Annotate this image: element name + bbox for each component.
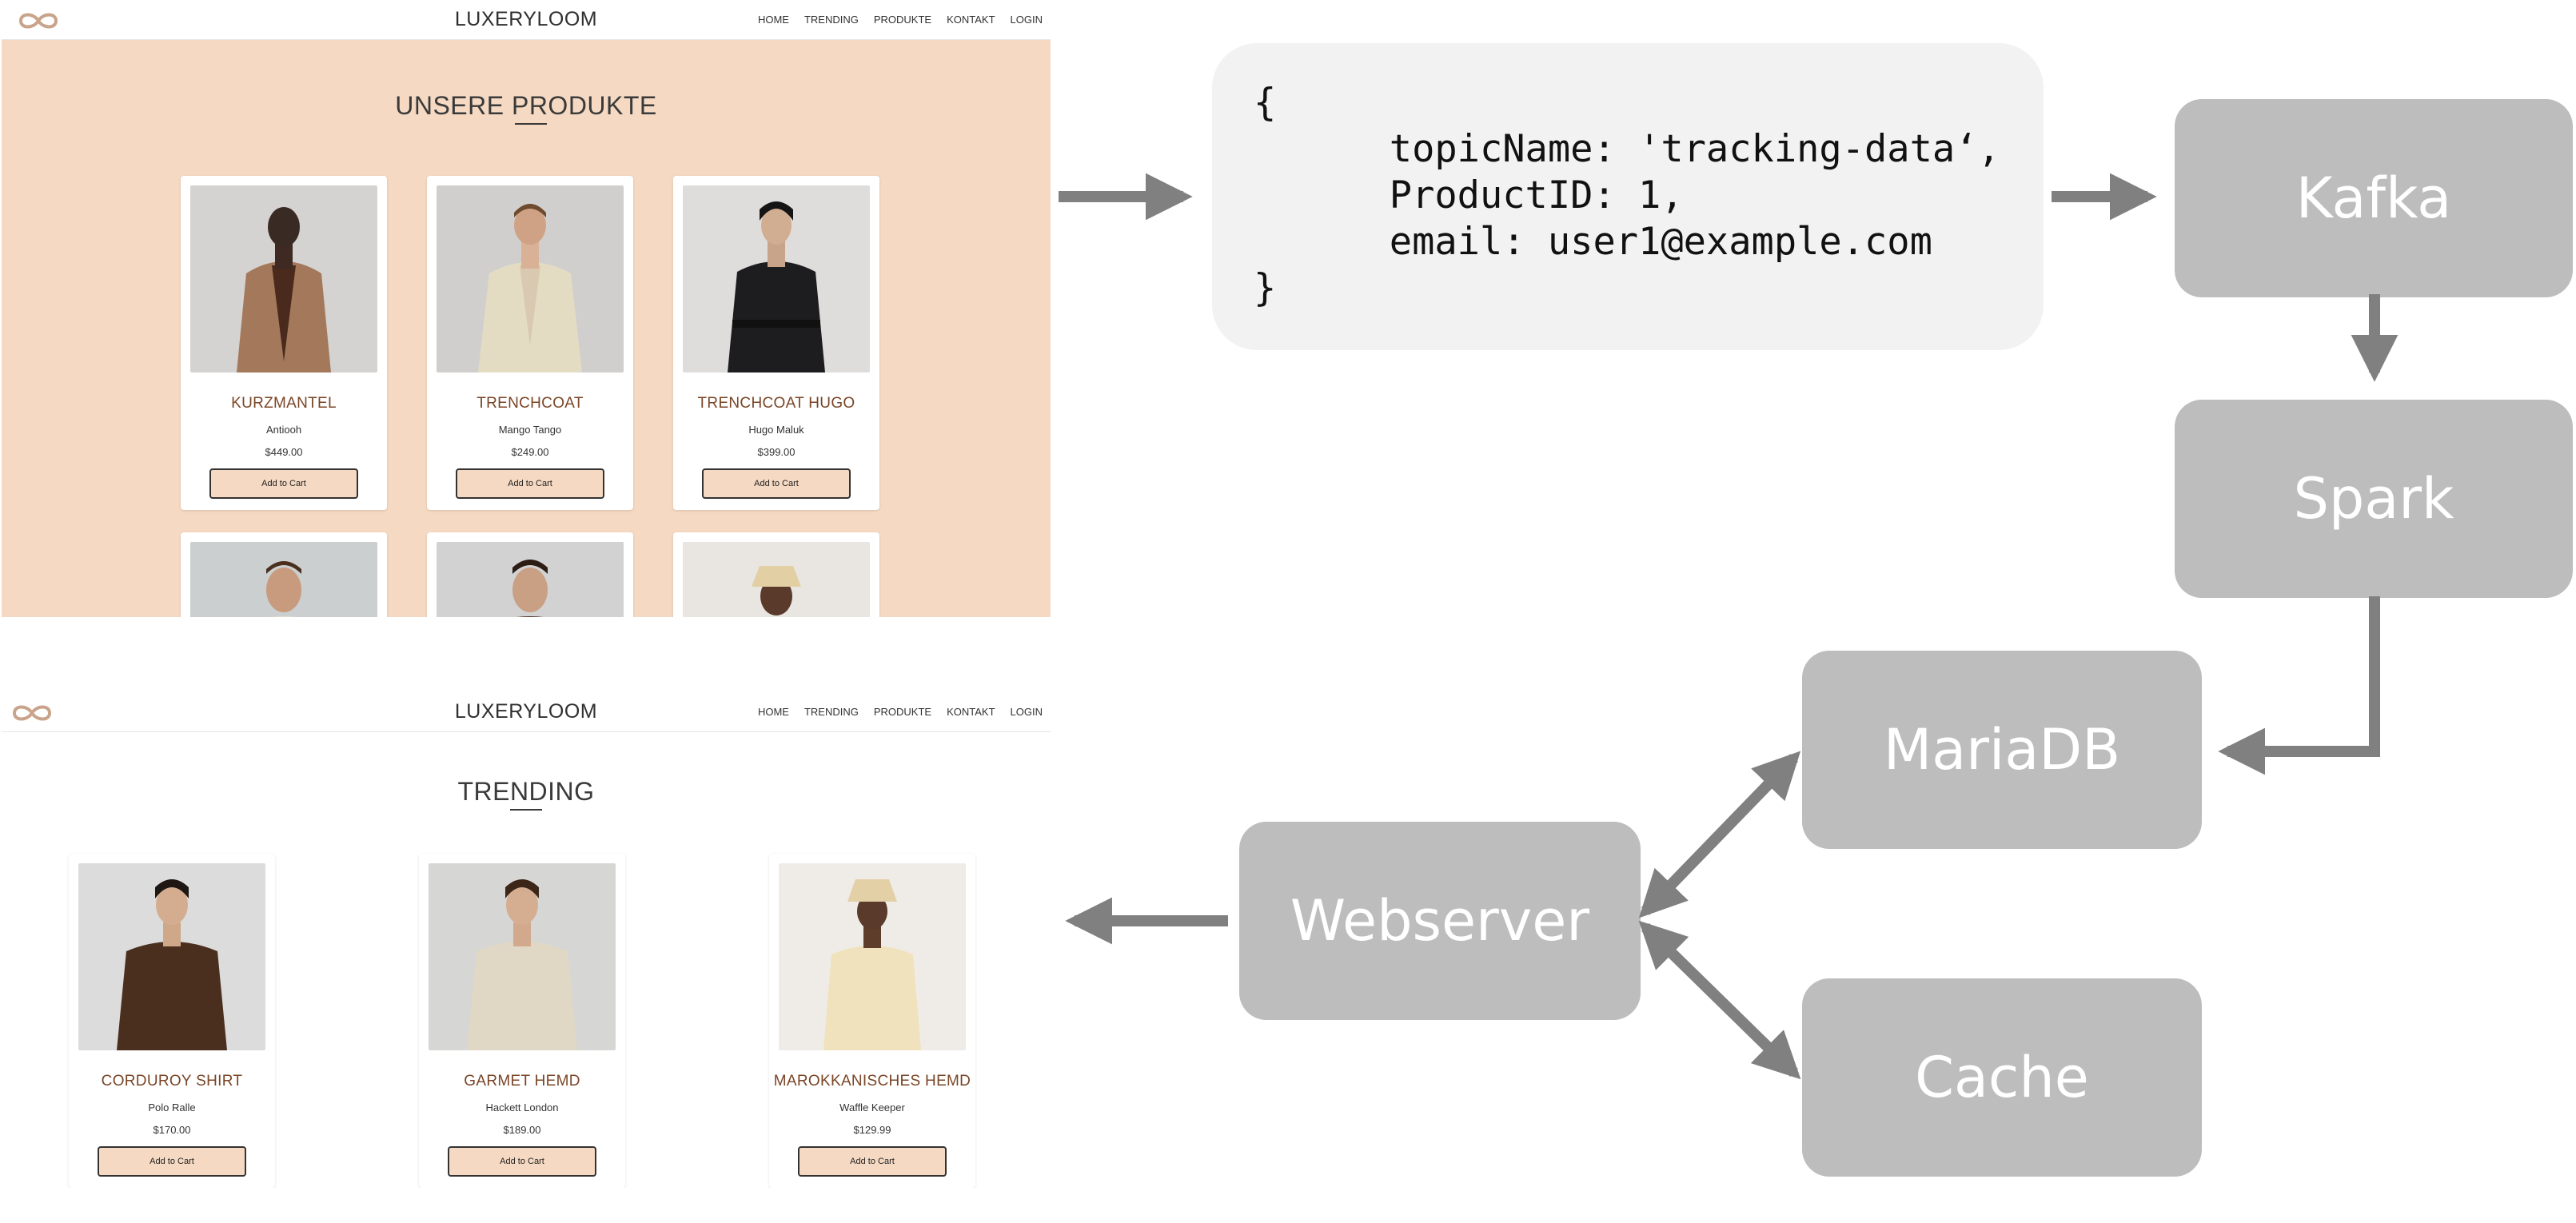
product-card-partial: [673, 532, 879, 617]
product-image-marokkanisches-hemd[interactable]: [779, 863, 966, 1050]
product-name[interactable]: GARMET HEMD: [464, 1073, 580, 1090]
product-name[interactable]: CORDUROY SHIRT: [101, 1073, 243, 1090]
product-price: $129.99: [853, 1124, 891, 1136]
product-brand: Hackett London: [485, 1101, 559, 1113]
product-image-partial[interactable]: [190, 542, 377, 617]
arrow-webserver-cache: [1638, 920, 1801, 1080]
tracking-message-code: { topicName: 'tracking-data‘, ProductID:…: [1254, 80, 2000, 312]
product-brand: Waffle Keeper: [839, 1101, 905, 1113]
product-price: $399.00: [757, 446, 796, 458]
product-price: $189.00: [503, 1124, 541, 1136]
product-card: MAROKKANISCHES HEMD Waffle Keeper $129.9…: [769, 854, 975, 1188]
kafka-node: Kafka: [2175, 99, 2573, 297]
product-card: CORDUROY SHIRT Polo Ralle $170.00 Add to…: [69, 854, 275, 1188]
nav-links: HOME TRENDING PRODUKTE KONTAKT LOGIN: [758, 706, 1043, 718]
nav-produkte[interactable]: PRODUKTE: [873, 14, 932, 26]
product-card-partial: [181, 532, 387, 617]
product-price: $449.00: [265, 446, 303, 458]
product-image-trenchcoat-hugo[interactable]: [683, 185, 870, 372]
product-card: TRENCHCOAT Mango Tango $249.00 Add to Ca…: [427, 176, 633, 510]
code-line: topicName: 'tracking-data‘,: [1254, 127, 2000, 171]
nav-home[interactable]: HOME: [757, 706, 789, 718]
product-name[interactable]: TRENCHCOAT HUGO: [697, 395, 855, 412]
add-to-cart-button[interactable]: Add to Cart: [209, 468, 358, 499]
product-image-partial[interactable]: [437, 542, 624, 617]
product-image-partial[interactable]: [683, 542, 870, 617]
product-image-trenchcoat[interactable]: [437, 185, 624, 372]
products-page-screenshot: LUXERYLOOM HOME TRENDING PRODUKTE KONTAK…: [2, 0, 1051, 617]
add-to-cart-button[interactable]: Add to Cart: [98, 1146, 246, 1177]
top-navbar: LUXERYLOOM HOME TRENDING PRODUKTE KONTAK…: [2, 0, 1051, 40]
product-brand: Polo Ralle: [148, 1101, 196, 1113]
arrow-webserver-mariadb: [1638, 751, 1801, 918]
product-card: KURZMANTEL Antiooh $449.00 Add to Cart: [181, 176, 387, 510]
product-name[interactable]: KURZMANTEL: [231, 395, 337, 412]
product-card: GARMET HEMD Hackett London $189.00 Add t…: [419, 854, 625, 1188]
nav-links: HOME TRENDING PRODUKTE KONTAKT LOGIN: [758, 14, 1043, 26]
section-title: UNSERE PRODUKTE: [395, 91, 657, 120]
cache-node: Cache: [1802, 978, 2202, 1177]
code-line: ProductID: 1,: [1254, 173, 1684, 217]
product-card-partial: [427, 532, 633, 617]
nav-produkte[interactable]: PRODUKTE: [873, 706, 932, 718]
product-brand: Mango Tango: [498, 424, 562, 436]
product-brand: Antiooh: [265, 424, 302, 436]
code-line: {: [1254, 81, 1277, 125]
nav-trending[interactable]: TRENDING: [804, 14, 859, 26]
product-image-corduroy-shirt[interactable]: [78, 863, 265, 1050]
product-image-kurzmantel[interactable]: [190, 185, 377, 372]
top-navbar: LUXERYLOOM HOME TRENDING PRODUKTE KONTAK…: [2, 692, 1051, 732]
title-underline: [510, 809, 542, 811]
mariadb-node: MariaDB: [1802, 651, 2202, 849]
product-name[interactable]: MAROKKANISCHES HEMD: [773, 1073, 971, 1090]
section-title: TRENDING: [457, 777, 595, 806]
product-card: TRENCHCOAT HUGO Hugo Maluk $399.00 Add t…: [673, 176, 879, 510]
nav-login[interactable]: LOGIN: [1010, 706, 1043, 718]
add-to-cart-button[interactable]: Add to Cart: [448, 1146, 596, 1177]
product-price: $249.00: [511, 446, 549, 458]
nav-home[interactable]: HOME: [757, 14, 789, 26]
webserver-node: Webserver: [1239, 822, 1641, 1020]
product-name[interactable]: TRENCHCOAT: [477, 395, 584, 412]
arrow-spark-to-mariadb: [2218, 596, 2380, 775]
add-to-cart-button[interactable]: Add to Cart: [456, 468, 604, 499]
infinity-logo-icon[interactable]: [8, 702, 56, 724]
brand-name[interactable]: LUXERYLOOM: [454, 700, 598, 723]
product-price: $170.00: [153, 1124, 191, 1136]
nav-kontakt[interactable]: KONTAKT: [947, 14, 995, 26]
trending-page-screenshot: LUXERYLOOM HOME TRENDING PRODUKTE KONTAK…: [2, 692, 1051, 1188]
add-to-cart-button[interactable]: Add to Cart: [702, 468, 851, 499]
nav-login[interactable]: LOGIN: [1010, 14, 1043, 26]
spark-node: Spark: [2175, 400, 2573, 598]
add-to-cart-button[interactable]: Add to Cart: [798, 1146, 947, 1177]
tracking-message-box: { topicName: 'tracking-data‘, ProductID:…: [1212, 43, 2044, 350]
brand-name[interactable]: LUXERYLOOM: [454, 8, 598, 30]
products-section: UNSERE PRODUKTE KURZMANTEL Antiooh $449.…: [2, 40, 1051, 617]
nav-trending[interactable]: TRENDING: [804, 706, 859, 718]
product-brand: Hugo Maluk: [748, 424, 804, 436]
title-underline: [515, 123, 547, 125]
code-line: email: user1@example.com: [1254, 220, 1932, 264]
code-line: }: [1254, 266, 1277, 310]
infinity-logo-icon[interactable]: [14, 10, 62, 32]
product-image-garmet-hemd[interactable]: [429, 863, 616, 1050]
nav-kontakt[interactable]: KONTAKT: [947, 706, 995, 718]
